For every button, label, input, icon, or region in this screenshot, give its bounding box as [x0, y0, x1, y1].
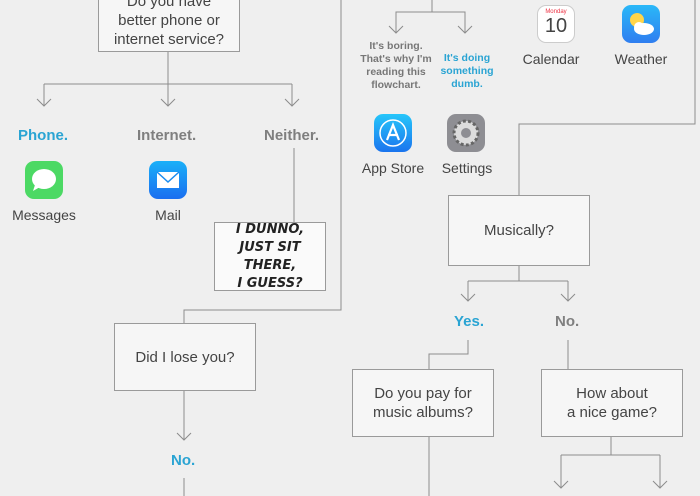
caption-doing-something-dumb: It's doing something dumb.	[440, 52, 494, 90]
answer-internet: Internet.	[137, 127, 197, 144]
question-box-phone-or-internet: Do you have better phone or internet ser…	[98, 0, 240, 52]
app-store-icon[interactable]	[374, 114, 412, 152]
app-label-messages: Messages	[12, 207, 76, 223]
calendar-icon-day: 10	[544, 15, 568, 37]
mail-icon[interactable]	[149, 161, 187, 199]
caption-its-boring: It's boring. That's why I'm reading this…	[360, 40, 432, 91]
app-label-weather: Weather	[614, 51, 668, 67]
settings-icon[interactable]	[447, 114, 485, 152]
answer-phone: Phone.	[18, 127, 69, 144]
answer-box-i-dunno: I DUNNO, JUST SIT THERE, I GUESS?	[214, 222, 326, 291]
app-label-settings: Settings	[441, 160, 493, 176]
messages-icon[interactable]	[25, 161, 63, 199]
app-label-calendar: Calendar	[522, 51, 580, 67]
answer-no-right: No.	[555, 313, 580, 330]
app-label-mail: Mail	[155, 207, 181, 223]
question-box-pay-for-music: Do you pay for music albums?	[352, 369, 494, 437]
calendar-icon-month: Monday	[545, 9, 567, 15]
weather-icon[interactable]	[622, 5, 660, 43]
answer-no-left: No.	[171, 452, 196, 469]
app-label-app-store: App Store	[361, 160, 425, 176]
question-box-nice-game: How about a nice game?	[541, 369, 683, 437]
question-box-musically: Musically?	[448, 195, 590, 266]
question-box-did-i-lose-you: Did I lose you?	[114, 323, 256, 391]
answer-yes: Yes.	[454, 313, 485, 330]
answer-neither: Neither.	[264, 127, 320, 144]
calendar-icon[interactable]: Monday 10	[537, 5, 575, 43]
